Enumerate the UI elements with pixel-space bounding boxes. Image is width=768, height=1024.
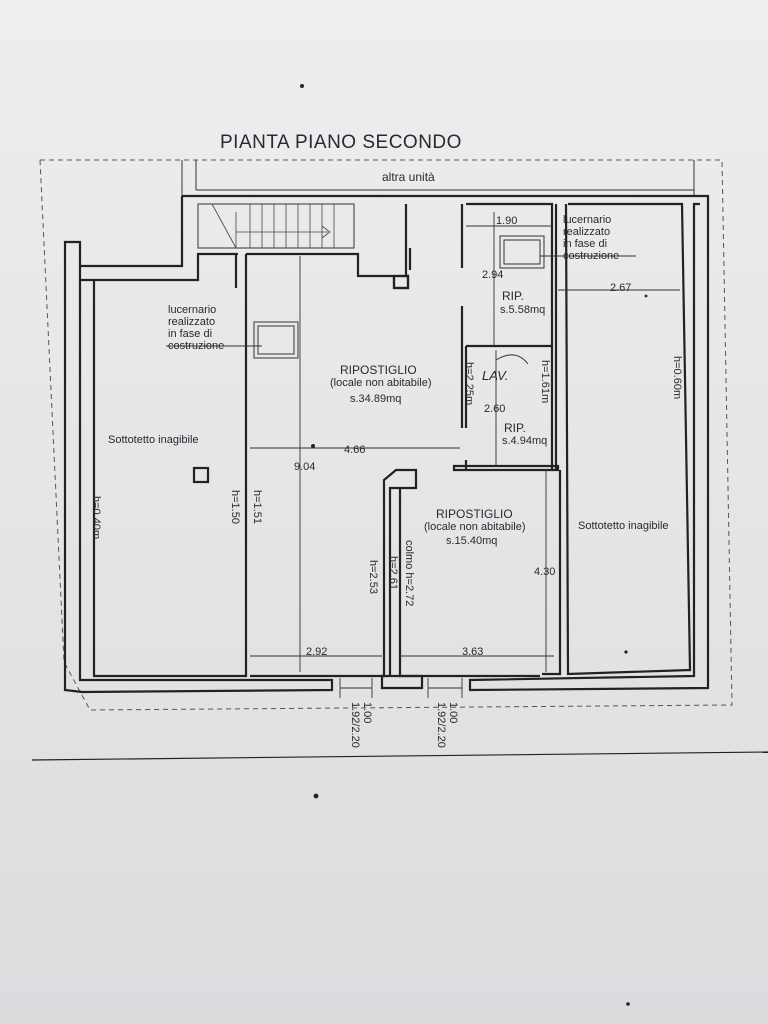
ripostiglio-small-note: (locale non abitabile) <box>424 521 526 533</box>
h-2-25: h=2.25m <box>463 362 475 405</box>
outer-walls <box>63 194 710 694</box>
column <box>392 274 410 290</box>
dimension-labels: 1.90 2.94 2.67 2.60 4.66 9.04 4.30 2.92 … <box>90 215 683 748</box>
h-0-60: h=0.60m <box>671 356 683 399</box>
dim-4-30: 4.30 <box>534 566 555 578</box>
lav-sketch <box>495 354 529 365</box>
dim-4-66: 4.66 <box>344 444 365 456</box>
dim-2-60: 2.60 <box>484 403 505 415</box>
dim-2-92: 2.92 <box>306 646 327 658</box>
dim-1-90: 1.90 <box>496 215 517 227</box>
sottotetto-left-label: Sottotetto inagibile <box>108 434 199 446</box>
skylight-left <box>166 321 299 359</box>
dim-3-63: 3.63 <box>462 646 483 658</box>
room-labels: lucernario realizzato in fase di costruz… <box>108 214 669 547</box>
ripostiglio-main-name: RIPOSTIGLIO <box>340 363 417 377</box>
win-left-1-00: 1.00 <box>361 702 373 723</box>
h-1-51: h=1.51 <box>251 490 263 524</box>
lucernario-right-3: in fase di <box>563 238 607 250</box>
lucernario-left-4: costruzione <box>168 340 224 352</box>
lav-label: LAV. <box>482 368 509 383</box>
h-0-40: h=0.40m <box>90 496 102 539</box>
rip-mid-area: s.4.94mq <box>502 435 547 447</box>
plan-title: PIANTA PIANO SECONDO <box>220 132 462 153</box>
lucernario-right-4: costruzione <box>563 250 619 262</box>
skylight-right <box>499 235 636 269</box>
ripostiglio-small-area: s.15.40mq <box>446 535 497 547</box>
h-1-50: h=1.50 <box>229 490 241 524</box>
staircase <box>197 203 355 249</box>
lucernario-right-1: lucernario <box>563 214 611 226</box>
sottotetto-right-label: Sottotetto inagibile <box>578 520 669 532</box>
ripostiglio-small-name: RIPOSTIGLIO <box>436 507 513 521</box>
win-right-1-92: 1.92/2.20 <box>435 702 447 748</box>
dim-2-94: 2.94 <box>482 269 503 281</box>
lucernario-right-2: realizzato <box>563 226 610 238</box>
page-rule <box>31 751 768 761</box>
lucernario-left-1: lucernario <box>168 304 216 316</box>
lucernario-left-2: realizzato <box>168 316 215 328</box>
dimension-lines <box>250 212 680 698</box>
paper-specks <box>300 84 648 1006</box>
rip-mid-name: RIP. <box>504 421 526 435</box>
chimney-square <box>192 466 210 484</box>
lucernario-left-3: in fase di <box>168 328 212 340</box>
win-right-1-00: 1.00 <box>447 702 459 723</box>
ripostiglio-main-area: s.34.89mq <box>350 393 401 405</box>
altra-unita-label: altra unità <box>382 170 435 184</box>
interior-walls <box>234 202 692 678</box>
h-2-61: h=2.61 <box>387 556 399 590</box>
property-boundary <box>39 159 733 711</box>
h-1-61: h=1.61m <box>539 360 551 403</box>
win-left-1-92: 1.92/2.20 <box>349 702 361 748</box>
dim-2-67: 2.67 <box>610 282 631 294</box>
ripostiglio-main-note: (locale non abitabile) <box>330 377 432 389</box>
rip-top-name: RIP. <box>502 289 524 303</box>
rip-top-area: s.5.58mq <box>500 304 545 316</box>
h-2-53: h=2.53 <box>367 560 379 594</box>
dim-9-04: 9.04 <box>294 461 315 473</box>
altra-unita-strip: altra unità <box>181 160 695 197</box>
colmo-h-2-72: colmo h=2.72 <box>403 540 415 606</box>
